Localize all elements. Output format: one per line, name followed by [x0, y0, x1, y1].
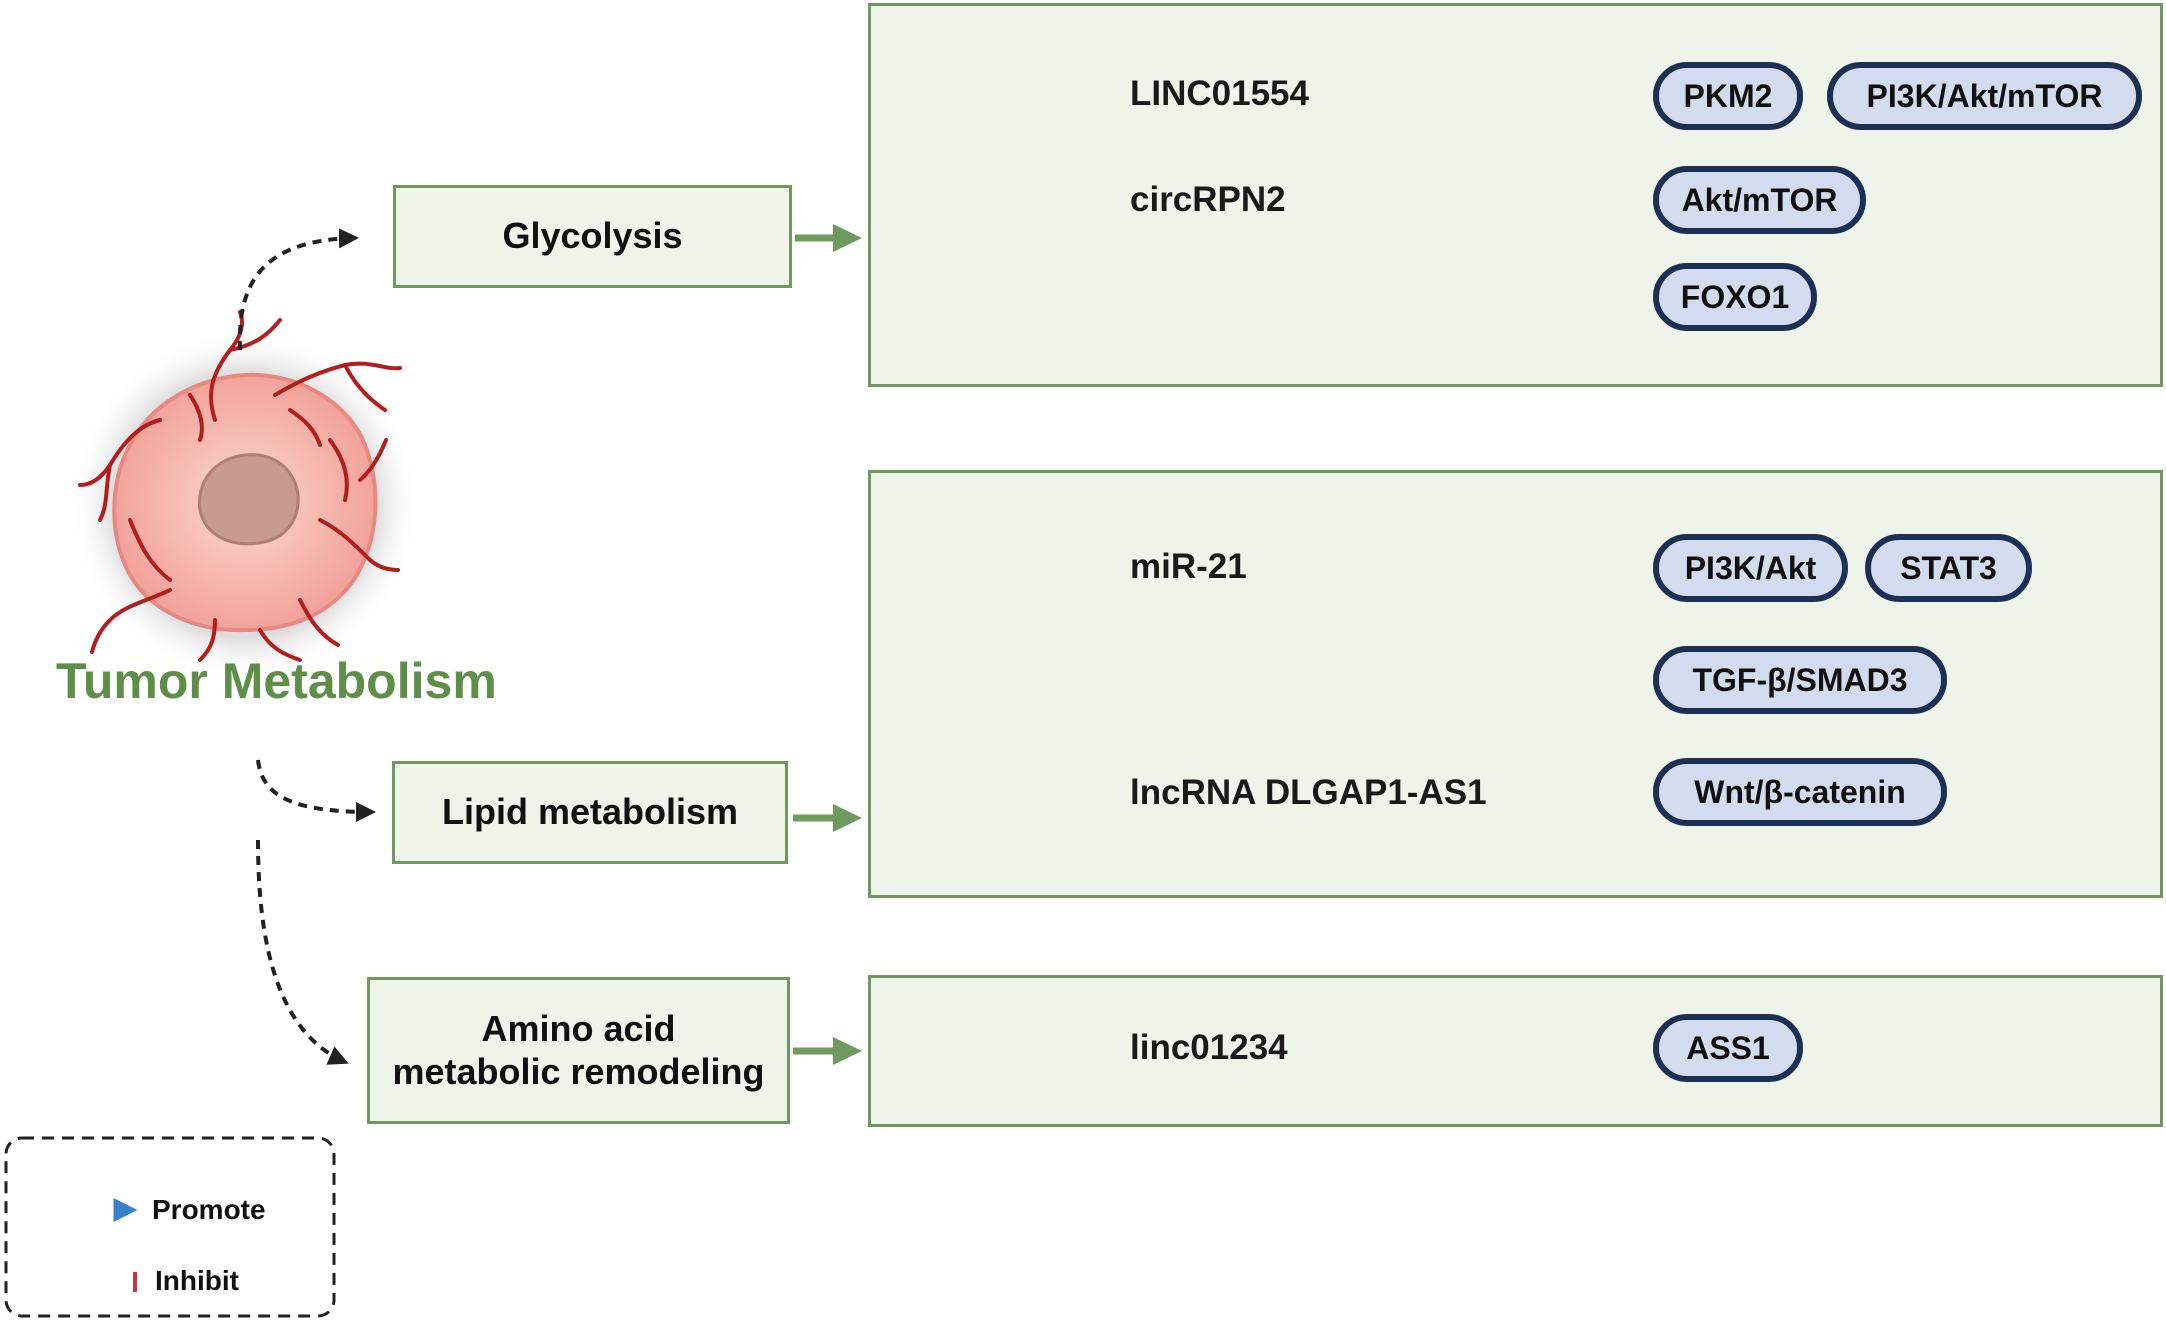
target-ass1: ASS1 [1653, 1014, 1803, 1082]
target-stat3: STAT3 [1865, 534, 2032, 602]
target-foxo1: FOXO1 [1653, 263, 1817, 331]
legend-promote-label: Promote [152, 1194, 266, 1225]
category-amino-label-line1: Amino acid [481, 1008, 676, 1050]
target-wnt-bcatenin: Wnt/β-catenin [1653, 758, 1947, 826]
rna-linc01554: LINC01554 [1130, 74, 1309, 113]
category-lipid-label: Lipid metabolism [441, 791, 739, 833]
connector-lipid [256, 759, 376, 822]
green-arrows [793, 224, 862, 1065]
diagram-title: Tumor Metabolism [56, 653, 497, 709]
dashed-connectors [237, 228, 376, 1065]
tumor-illustration [70, 310, 420, 680]
target-akt-mtor: Akt/mTOR [1653, 166, 1866, 234]
category-amino-label-line2: metabolic remodeling [392, 1050, 765, 1092]
amino-panel [868, 975, 2163, 1127]
category-glycolysis: Glycolysis [393, 185, 792, 288]
rna-circrpn2: circRPN2 [1130, 180, 1286, 219]
connector-amino [256, 839, 349, 1065]
target-pi3k-akt-mtor: PI3K/Akt/mTOR [1827, 62, 2142, 130]
rna-dlgap1-as1: lncRNA DLGAP1-AS1 [1130, 773, 1487, 812]
glycolysis-panel [868, 3, 2163, 387]
category-amino-acid: Amino acid metabolic remodeling [367, 977, 790, 1124]
legend-inhibit-symbol [58, 1272, 137, 1292]
target-pi3k-akt: PI3K/Akt [1653, 534, 1848, 602]
target-tgfb-smad3: TGF-β/SMAD3 [1653, 646, 1947, 714]
legend-box [4, 1136, 336, 1318]
category-glycolysis-label: Glycolysis [502, 215, 683, 257]
category-lipid: Lipid metabolism [392, 761, 788, 864]
legend-inhibit-label: Inhibit [155, 1265, 239, 1296]
rna-mir21: miR-21 [1130, 547, 1247, 586]
rna-linc01234: linc01234 [1130, 1028, 1288, 1067]
target-pkm2: PKM2 [1653, 62, 1803, 130]
blood-vessels [78, 310, 402, 662]
tumor-nucleus [197, 453, 300, 546]
connector-glycolysis [237, 228, 359, 351]
